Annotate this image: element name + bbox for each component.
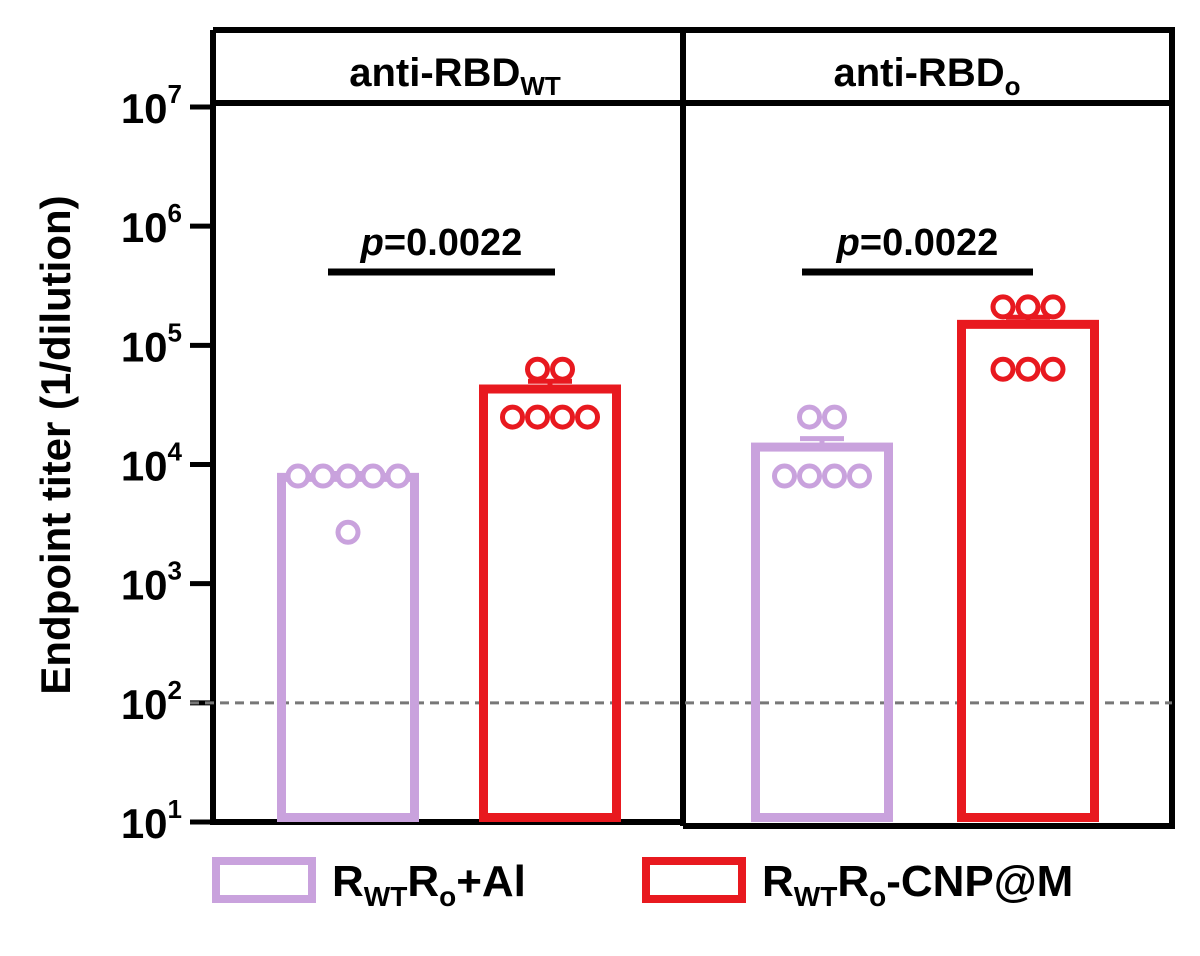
legend-label-part: +Al — [456, 857, 526, 906]
legend-label-subscript: o — [439, 881, 456, 912]
legend-item: RWTRo+Al — [212, 857, 526, 912]
y-tick-exponent: 4 — [168, 437, 183, 467]
panel-title-subscript: o — [1005, 71, 1021, 101]
y-tick-exponent: 5 — [168, 317, 182, 347]
data-point — [500, 404, 525, 430]
data-point — [550, 356, 575, 382]
data-point — [335, 463, 361, 489]
p-value-symbol: p — [836, 222, 860, 264]
y-axis-label: Endpoint titer (1/dilution) — [32, 195, 79, 694]
data-point — [335, 519, 361, 545]
p-value-number: =0.0022 — [384, 222, 522, 264]
y-tick-exponent: 7 — [168, 79, 182, 109]
panel-title: anti-RBDWT — [349, 51, 561, 101]
bar — [479, 384, 621, 822]
p-value-label: p=0.0022 — [360, 222, 523, 264]
data-point — [360, 463, 386, 489]
data-point — [990, 294, 1016, 320]
y-tick-base: 10 — [121, 85, 168, 132]
legend-swatch — [212, 857, 316, 903]
data-point — [1040, 294, 1066, 320]
panel: anti-RBDo p=0.0022 — [751, 51, 1099, 822]
data-point — [797, 463, 822, 489]
y-tick-base: 10 — [121, 562, 168, 609]
panel-title-subscript: WT — [520, 71, 561, 101]
p-value-label: p=0.0022 — [836, 222, 999, 264]
data-point — [385, 463, 411, 489]
y-tick-exponent: 2 — [168, 675, 182, 705]
data-point — [847, 463, 872, 489]
legend-item: RWTRo-CNP@M — [642, 857, 1073, 912]
data-point — [525, 356, 550, 382]
legend-label-subscript: WT — [794, 881, 838, 912]
y-tick-label: 103 — [121, 556, 182, 609]
legend-label: RWTRo-CNP@M — [762, 857, 1073, 912]
data-point — [575, 404, 600, 430]
data-point — [550, 404, 575, 430]
data-point — [822, 404, 847, 430]
y-tick-base: 10 — [121, 681, 168, 728]
data-point — [525, 404, 550, 430]
bar — [957, 319, 1099, 822]
legend-label-part: R — [837, 857, 869, 906]
y-tick-exponent: 3 — [168, 556, 182, 586]
y-tick-label: 104 — [121, 437, 183, 490]
y-tick-label: 107 — [121, 79, 182, 132]
y-tick-base: 10 — [121, 800, 168, 847]
panel-title: anti-RBDo — [834, 51, 1021, 101]
y-tick-base: 10 — [121, 204, 168, 251]
data-point — [1015, 294, 1041, 320]
data-point — [797, 404, 822, 430]
data-point — [310, 463, 336, 489]
y-tick-label: 101 — [121, 794, 182, 847]
p-value-symbol: p — [360, 222, 384, 264]
y-tick-base: 10 — [121, 323, 168, 370]
plot-frame — [210, 27, 1175, 829]
data-point — [285, 463, 311, 489]
data-point — [822, 463, 847, 489]
y-tick-label: 105 — [121, 317, 182, 370]
y-tick-base: 10 — [121, 443, 168, 490]
y-tick-exponent: 6 — [168, 198, 182, 228]
legend-label-subscript: o — [869, 881, 886, 912]
y-tick-label: 102 — [121, 675, 182, 728]
panel-title-main: anti-RBD — [349, 51, 520, 95]
bar — [751, 442, 893, 822]
legend-label-part: R — [332, 857, 364, 906]
legend-label-subscript: WT — [364, 881, 408, 912]
legend-label: RWTRo+Al — [332, 857, 526, 912]
data-point — [990, 356, 1016, 382]
data-point — [772, 463, 797, 489]
data-point — [1015, 356, 1041, 382]
panel-title-main: anti-RBD — [834, 51, 1005, 95]
legend-swatch — [642, 857, 746, 903]
legend-label-part: R — [762, 857, 794, 906]
panel: anti-RBDWT p=0.0022 — [277, 51, 621, 822]
y-tick-label: 106 — [121, 198, 182, 251]
legend-label-part: R — [407, 857, 439, 906]
legend-label-part: -CNP@M — [886, 857, 1073, 906]
data-point — [1040, 356, 1066, 382]
y-tick-exponent: 1 — [168, 794, 182, 824]
p-value-number: =0.0022 — [860, 222, 998, 264]
